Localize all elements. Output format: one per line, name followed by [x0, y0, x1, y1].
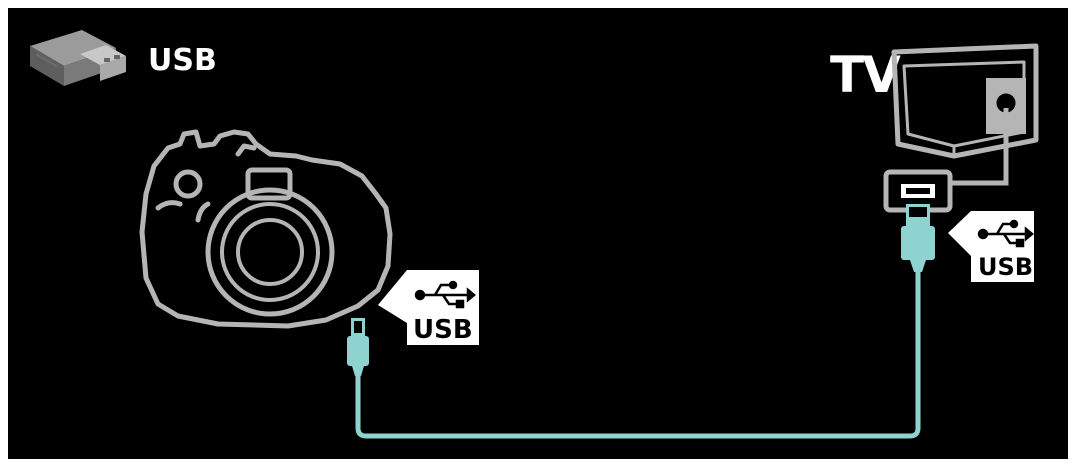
usb-cable	[355, 272, 921, 439]
camera-usb-badge-text: USB	[413, 315, 473, 345]
usb-trident-icon	[977, 219, 1034, 248]
tv-usb-badge: USB	[948, 211, 1034, 282]
usb-stick-icon	[30, 30, 126, 86]
camera-usb-badge: USB	[378, 270, 479, 345]
diagram-canvas: USB TV	[8, 8, 1068, 459]
connection-diagram: USB TV	[30, 30, 1039, 439]
camera-usb-plug-icon	[347, 318, 369, 376]
tv-title-label: TV	[830, 46, 901, 104]
tv-usb-badge-text: USB	[978, 253, 1033, 281]
usb-trident-icon	[414, 280, 476, 309]
tv-icon	[891, 43, 1039, 159]
usb-title-label: USB	[148, 43, 217, 78]
camera-icon	[139, 129, 393, 329]
tv-port-cable	[950, 108, 1009, 186]
tv-usb-plug-icon	[901, 204, 935, 272]
